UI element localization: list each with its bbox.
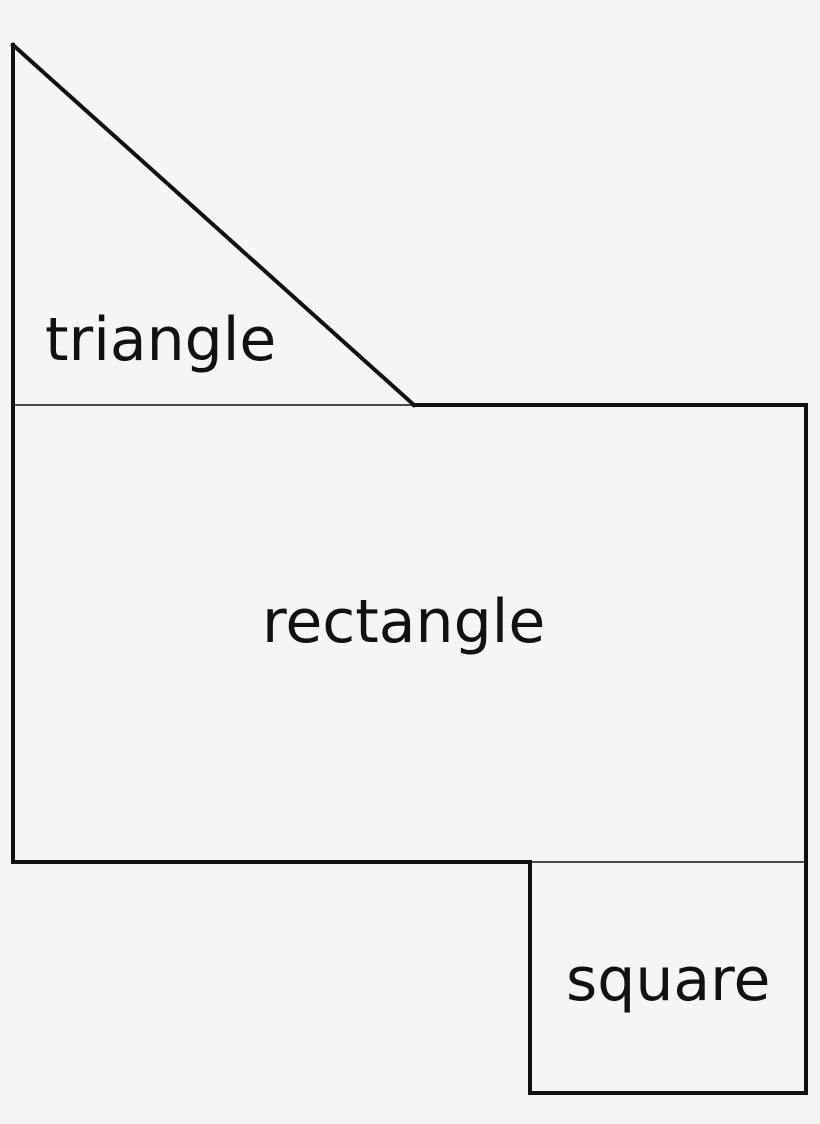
triangle-shape bbox=[10, 42, 417, 408]
triangle-label: triangle bbox=[45, 305, 276, 375]
square-label: square bbox=[566, 945, 770, 1015]
rectangle-label: rectangle bbox=[262, 587, 545, 657]
composite-outline bbox=[11, 43, 808, 1095]
